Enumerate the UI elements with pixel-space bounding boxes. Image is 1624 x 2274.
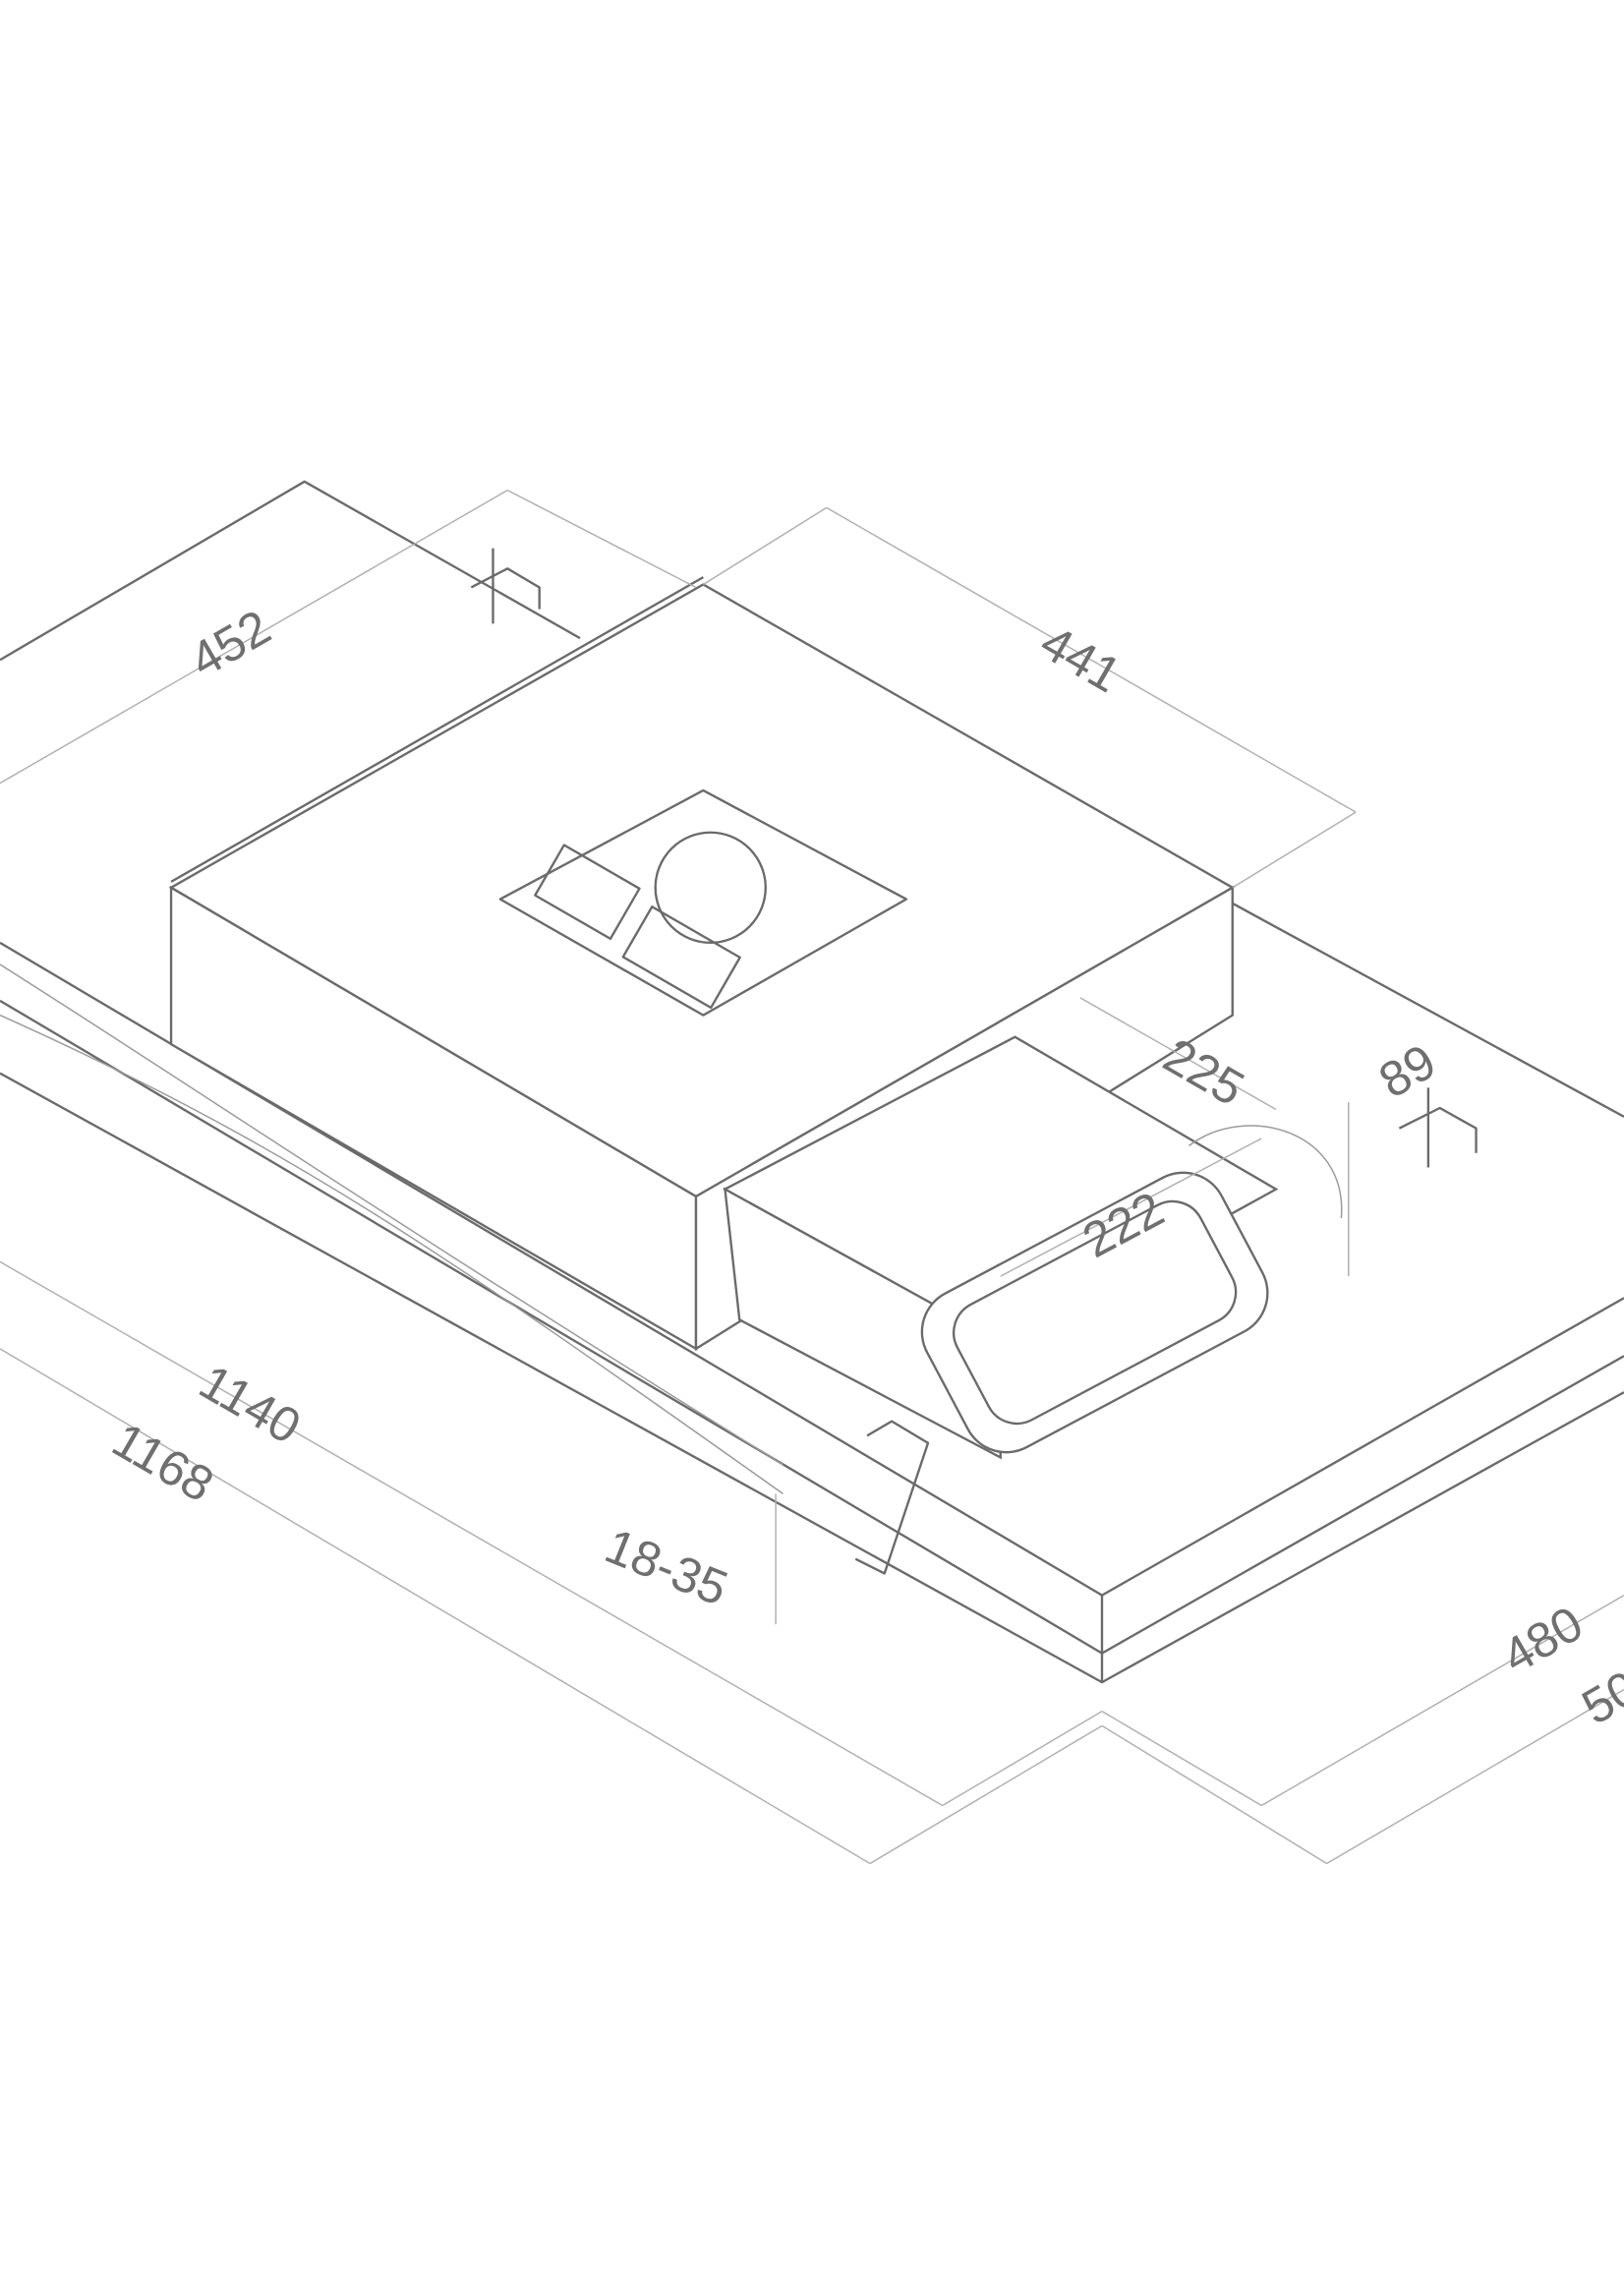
dim-1168: 1168 [103, 1412, 222, 1512]
mounting-brackets [470, 548, 1478, 1575]
dim-1140: 1140 [191, 1354, 310, 1454]
duct-connector [723, 1035, 1343, 1460]
dim-89: 89 [1370, 1033, 1445, 1108]
dim-480: 480 [1493, 1596, 1592, 1684]
base-panel [0, 480, 1624, 1684]
dimension-lines [0, 489, 1624, 1865]
dim-441: 441 [1031, 614, 1130, 703]
dim-500: 50 [1573, 1660, 1624, 1734]
dim-452: 452 [181, 600, 279, 688]
dim-18-35: 18-35 [598, 1518, 735, 1616]
